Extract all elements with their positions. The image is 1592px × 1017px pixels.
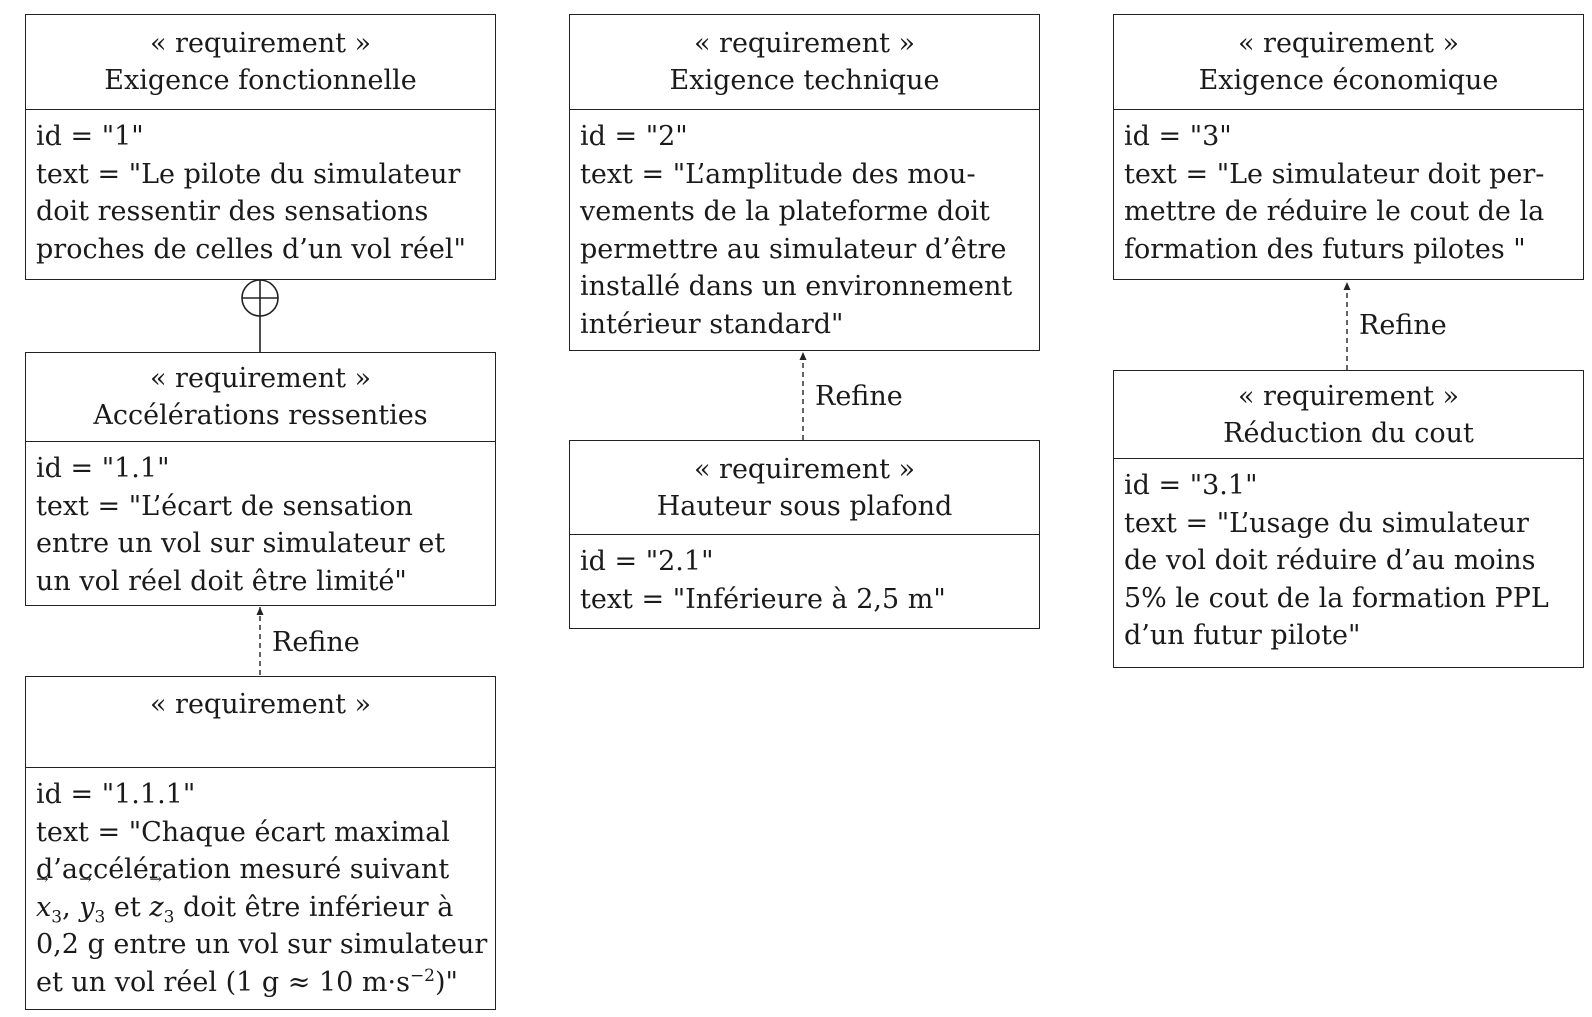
requirement-id: id = "1" bbox=[36, 121, 144, 152]
requirement-title: Exigence technique bbox=[669, 65, 940, 96]
refine-label-1-1-1: Refine bbox=[272, 627, 360, 658]
refine-label-2-1: Refine bbox=[815, 381, 903, 412]
requirement-text-line: installé dans un environnement bbox=[580, 271, 1013, 302]
vector-arrow-icon: → bbox=[149, 869, 162, 888]
requirement-text-line: text = "Le simulateur doit per- bbox=[1124, 158, 1545, 190]
requirement-box-2: « requirement » Exigence technique id = … bbox=[569, 14, 1040, 351]
requirement-body: id = "1" text = "Le pilote du simulateur… bbox=[26, 110, 495, 268]
requirement-text-line: 5% le cout de la formation PPL bbox=[1124, 582, 1549, 614]
requirement-text-line: text = "L’usage du simulateur bbox=[1124, 507, 1529, 539]
requirement-box-2-1: « requirement » Hauteur sous plafond id … bbox=[569, 440, 1040, 629]
requirement-header: « requirement » Exigence fonctionnelle bbox=[26, 15, 495, 110]
vector-z3: z→3 bbox=[149, 871, 174, 925]
requirement-id: id = "1.1.1" bbox=[36, 779, 196, 810]
stereotype-label: « requirement » bbox=[1237, 28, 1460, 59]
stereotype-label: « requirement » bbox=[149, 363, 372, 394]
requirement-text-line: d’un futur pilote" bbox=[1124, 620, 1361, 651]
requirement-text-fragment: et un vol réel (1 g ≈ 10 m·s bbox=[36, 966, 410, 998]
requirement-id: id = "3.1" bbox=[1124, 470, 1258, 501]
requirement-text-line: de vol doit réduire d’au moins bbox=[1124, 545, 1536, 576]
stereotype-label: « requirement » bbox=[693, 28, 916, 59]
requirement-text-fragment: doit être inférieur à bbox=[174, 891, 454, 923]
requirement-text-line: text = "L’amplitude des mou- bbox=[580, 158, 976, 190]
requirement-header: « requirement » Exigence technique bbox=[570, 15, 1039, 110]
requirement-box-1-1-1: « requirement » id = "1.1.1" text = "Cha… bbox=[25, 676, 496, 1010]
vector-arrow-icon: → bbox=[36, 869, 49, 888]
requirement-header: « requirement » Exigence économique bbox=[1114, 15, 1583, 110]
containment-connector bbox=[241, 279, 279, 352]
requirement-box-3-1: « requirement » Réduction du cout id = "… bbox=[1113, 370, 1584, 668]
requirement-text-line: text = "Inférieure à 2,5 m" bbox=[580, 583, 946, 615]
requirement-text-line: entre un vol sur simulateur et bbox=[36, 528, 446, 559]
requirement-text-line: et un vol réel (1 g ≈ 10 m·s−2)" bbox=[36, 964, 485, 1002]
requirement-text-line: text = "Le pilote du simulateur bbox=[36, 158, 461, 190]
requirement-text-line: 0,2 g entre un vol sur simulateur bbox=[36, 929, 488, 960]
vector-subscript: 3 bbox=[163, 906, 175, 927]
vector-separator: , bbox=[62, 891, 80, 923]
vector-subscript: 3 bbox=[94, 906, 106, 927]
requirement-id: id = "2.1" bbox=[580, 546, 714, 577]
requirement-id: id = "2" bbox=[580, 121, 688, 152]
vector-x-symbol: x→ bbox=[36, 869, 52, 923]
requirement-header: « requirement » Accélérations ressenties bbox=[26, 353, 495, 442]
requirement-text-line: mettre de réduire le cout de la bbox=[1124, 196, 1545, 227]
requirement-text-line: intérieur standard" bbox=[580, 308, 844, 340]
requirement-title: Hauteur sous plafond bbox=[656, 490, 953, 522]
requirement-text-line: permettre au simulateur d’être bbox=[580, 233, 1007, 265]
stereotype-label: « requirement » bbox=[149, 689, 372, 720]
requirement-text-line: formation des futurs pilotes " bbox=[1124, 233, 1526, 265]
requirement-header: « requirement » Réduction du cout bbox=[1114, 371, 1583, 459]
vector-y-symbol: y→ bbox=[79, 869, 95, 923]
requirement-text-line: text = "Chaque écart maximal bbox=[36, 816, 450, 848]
requirement-text-line: un vol réel doit être limité" bbox=[36, 565, 407, 597]
requirement-title: Exigence fonctionnelle bbox=[104, 65, 417, 96]
requirement-text-fragment: )" bbox=[435, 966, 458, 998]
requirement-id: id = "1.1" bbox=[36, 453, 170, 484]
requirement-text-line: d’accélération mesuré suivant bbox=[36, 854, 450, 885]
stereotype-label: « requirement » bbox=[693, 453, 916, 485]
vector-z-symbol: z→ bbox=[149, 869, 164, 923]
requirement-box-3: « requirement » Exigence économique id =… bbox=[1113, 14, 1584, 280]
requirement-text-line: vements de la plateforme doit bbox=[580, 196, 990, 227]
vector-arrow-icon: → bbox=[79, 869, 92, 888]
requirement-body: id = "3.1" text = "L’usage du simulateur… bbox=[1114, 459, 1583, 655]
requirement-text-line: proches de celles d’un vol réel" bbox=[36, 233, 466, 265]
requirement-title: Exigence économique bbox=[1198, 65, 1499, 96]
requirement-body: id = "3" text = "Le simulateur doit per-… bbox=[1114, 110, 1583, 268]
requirement-text-line: text = "L’écart de sensation bbox=[36, 490, 413, 522]
requirement-id: id = "3" bbox=[1124, 121, 1232, 152]
requirement-header: « requirement » Hauteur sous plafond bbox=[570, 441, 1039, 535]
stereotype-label: « requirement » bbox=[1237, 380, 1460, 412]
exponent: −2 bbox=[409, 965, 435, 986]
requirement-body: id = "1.1" text = "L’écart de sensation … bbox=[26, 442, 495, 600]
requirement-header: « requirement » bbox=[26, 677, 495, 768]
requirement-body: id = "2" text = "L’amplitude des mou- ve… bbox=[570, 110, 1039, 343]
requirement-title: Réduction du cout bbox=[1223, 417, 1474, 449]
requirement-body: id = "2.1" text = "Inférieure à 2,5 m" bbox=[570, 535, 1039, 618]
refine-label-3-1: Refine bbox=[1359, 310, 1447, 341]
vector-subscript: 3 bbox=[51, 906, 63, 927]
requirement-text-line: doit ressentir des sensations bbox=[36, 196, 429, 227]
requirement-body: id = "1.1.1" text = "Chaque écart maxima… bbox=[26, 768, 495, 1001]
vector-y3: y→3 bbox=[79, 871, 105, 925]
requirement-vector-line: x→3, y→3 et z→3 doit être inférieur à bbox=[36, 871, 485, 927]
stereotype-label: « requirement » bbox=[149, 28, 372, 59]
requirement-box-1: « requirement » Exigence fonctionnelle i… bbox=[25, 14, 496, 280]
requirement-box-1-1: « requirement » Accélérations ressenties… bbox=[25, 352, 496, 606]
vector-conjunction: et bbox=[105, 891, 150, 923]
vector-x3: x→3 bbox=[36, 871, 62, 925]
requirement-title: Accélérations ressenties bbox=[93, 400, 428, 431]
